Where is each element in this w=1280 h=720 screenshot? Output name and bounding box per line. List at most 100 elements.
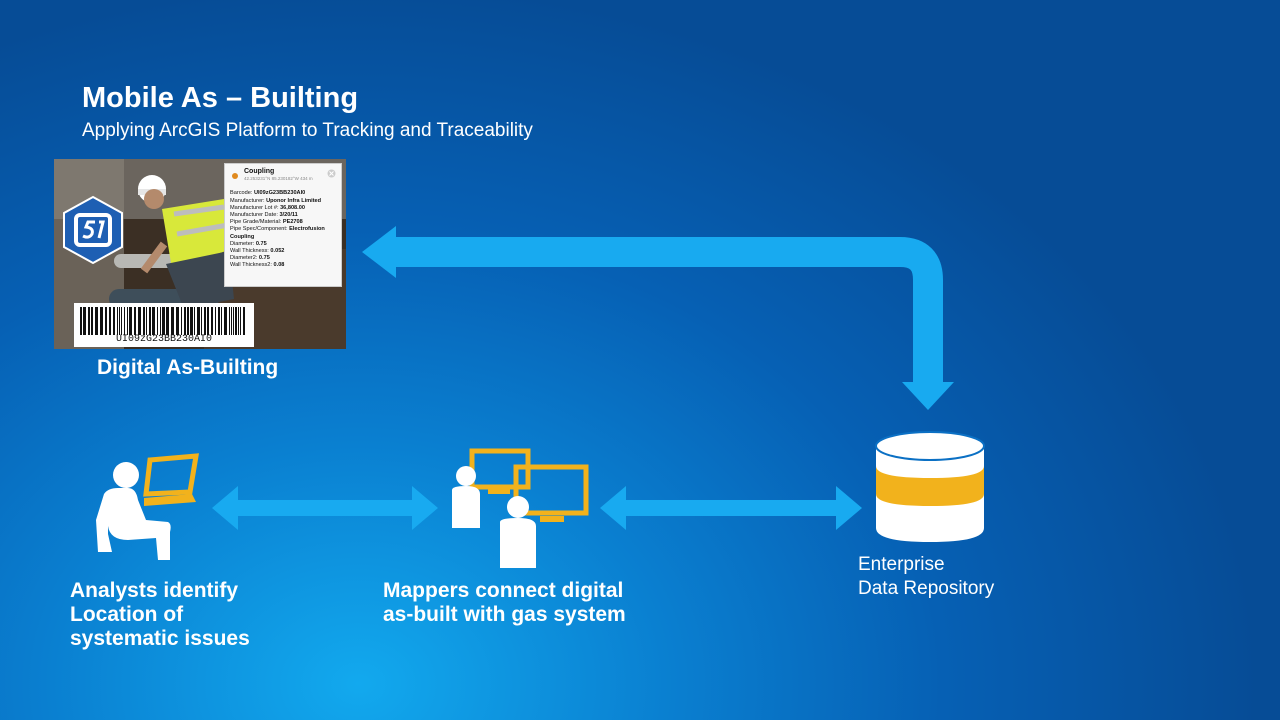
barcode: UI09zG23BB230AI0 bbox=[74, 303, 254, 347]
barcode-bar bbox=[201, 307, 202, 335]
barcode-bar bbox=[113, 307, 115, 335]
popup-row: Manufacturer Date: 3/20/11 bbox=[230, 212, 336, 219]
popup-row-key: Pipe Grade/Material: bbox=[230, 219, 283, 226]
barcode-bar bbox=[233, 307, 234, 335]
barcode-bar bbox=[224, 307, 227, 335]
popup-row: Pipe Grade/Material: PE2708 bbox=[230, 219, 336, 226]
popup-row-value: Electrofusion Coupling bbox=[230, 226, 325, 240]
barcode-bar bbox=[181, 307, 182, 335]
barcode-bar bbox=[143, 307, 145, 335]
barcode-bar bbox=[162, 307, 165, 335]
popup-row-key: Manufacturer: bbox=[230, 197, 267, 204]
barcode-bar bbox=[121, 307, 122, 335]
barcode-bar bbox=[80, 307, 82, 335]
database-icon bbox=[875, 431, 985, 542]
barcode-bar bbox=[176, 307, 179, 335]
analysts-label: Analysts identify Location of systematic… bbox=[70, 579, 250, 650]
survey123-icon bbox=[63, 195, 123, 265]
barcode-bar bbox=[95, 307, 98, 335]
slide-subtitle: Applying ArcGIS Platform to Tracking and… bbox=[82, 120, 533, 141]
popup-row-value: 0.75 bbox=[255, 240, 267, 247]
barcode-bar bbox=[211, 307, 213, 335]
return-arrow bbox=[396, 237, 943, 388]
popup-row-value: 3/20/11 bbox=[279, 212, 298, 219]
popup-row: Barcode: UI09zG23BB230AI0 bbox=[230, 190, 336, 197]
barcode-bar bbox=[134, 307, 136, 335]
barcode-bar bbox=[149, 307, 151, 335]
photo-caption: Digital As-Builting bbox=[97, 356, 279, 379]
barcode-bar bbox=[146, 307, 147, 335]
popup-coords: 42.253231°N 85.230182°W 434 m bbox=[244, 176, 313, 182]
barcode-bar bbox=[240, 307, 241, 335]
popup-row-value: 36,808.00 bbox=[280, 204, 305, 211]
popup-row-value: 0.75 bbox=[258, 255, 270, 262]
popup-row-key: Wall Thickness: bbox=[230, 248, 271, 255]
popup-row-value: Uponor Infra Limited bbox=[266, 197, 322, 204]
barcode-bar bbox=[229, 307, 230, 335]
barcode-bar bbox=[124, 307, 125, 335]
popup-title: Coupling bbox=[244, 168, 275, 175]
return-arrow-head-down bbox=[902, 382, 954, 410]
barcode-bar bbox=[117, 307, 118, 335]
analyst-at-laptop-icon bbox=[96, 453, 199, 560]
barcode-bar bbox=[231, 307, 232, 335]
barcode-bar bbox=[100, 307, 103, 335]
barcode-bar bbox=[88, 307, 90, 335]
pin-icon bbox=[232, 173, 238, 179]
slide-title: Mobile As – Builting bbox=[82, 82, 359, 114]
popup-row: Manufacturer: Uponor Infra Limited bbox=[230, 198, 336, 205]
barcode-bar bbox=[243, 307, 245, 335]
popup-row: Wall Thickness2: 0.08 bbox=[230, 262, 336, 269]
popup-row-value: UI09zG23BB230AI0 bbox=[253, 190, 306, 197]
barcode-bar bbox=[105, 307, 107, 335]
barcode-bar bbox=[218, 307, 220, 335]
barcode-bar bbox=[221, 307, 222, 335]
popup-row-key: Manufacturer Lot #: bbox=[230, 204, 281, 211]
popup-row-key: Manufacturer Date: bbox=[230, 212, 280, 219]
barcode-bar bbox=[127, 307, 128, 335]
popup-row-key: Pipe Spec/Component: bbox=[230, 226, 290, 233]
barcode-bar bbox=[83, 307, 86, 335]
popup-row-value: 0.08 bbox=[273, 262, 285, 269]
barcode-bar bbox=[238, 307, 239, 335]
close-icon[interactable] bbox=[327, 169, 336, 178]
popup-row: Diameter: 0.75 bbox=[230, 241, 336, 248]
popup-row: Wall Thickness: 0.052 bbox=[230, 248, 336, 255]
feature-popup: Coupling 42.253231°N 85.230182°W 434 m B… bbox=[224, 163, 342, 287]
popup-row-value: PE2708 bbox=[282, 219, 303, 226]
barcode-bar bbox=[152, 307, 155, 335]
mappers-at-monitors-icon bbox=[452, 448, 589, 568]
popup-row-key: Wall Thickness2: bbox=[230, 262, 274, 269]
barcode-bar bbox=[119, 307, 120, 335]
return-arrow-head-left bbox=[362, 226, 396, 278]
popup-row: Manufacturer Lot #: 36,808.00 bbox=[230, 205, 336, 212]
barcode-bar bbox=[129, 307, 132, 335]
mappers-label: Mappers connect digital as-built with ga… bbox=[383, 579, 626, 626]
barcode-bar bbox=[91, 307, 93, 335]
barcode-bar bbox=[197, 307, 200, 335]
barcode-bar bbox=[207, 307, 209, 335]
barcode-bars bbox=[80, 307, 245, 335]
barcode-bar bbox=[194, 307, 195, 335]
repository-label: Enterprise Data Repository bbox=[858, 554, 995, 599]
barcode-bar bbox=[171, 307, 174, 335]
mappers-repository-arrow bbox=[600, 486, 862, 530]
barcode-bar bbox=[235, 307, 237, 335]
popup-row: Diameter2: 0.75 bbox=[230, 255, 336, 262]
barcode-bar bbox=[157, 307, 158, 335]
barcode-bar bbox=[187, 307, 189, 335]
barcode-bar bbox=[190, 307, 193, 335]
popup-row-key: Diameter2: bbox=[230, 255, 259, 262]
popup-row-value: 0.052 bbox=[270, 248, 285, 255]
barcode-bar bbox=[138, 307, 141, 335]
analysts-mappers-arrow bbox=[212, 486, 438, 530]
barcode-bar bbox=[184, 307, 186, 335]
barcode-bar bbox=[109, 307, 111, 335]
barcode-bar bbox=[215, 307, 216, 335]
popup-row-key: Diameter: bbox=[230, 240, 256, 247]
barcode-bar bbox=[160, 307, 161, 335]
barcode-text: UI09zG23BB230AI0 bbox=[115, 334, 212, 345]
popup-row-key: Barcode: bbox=[230, 190, 254, 197]
